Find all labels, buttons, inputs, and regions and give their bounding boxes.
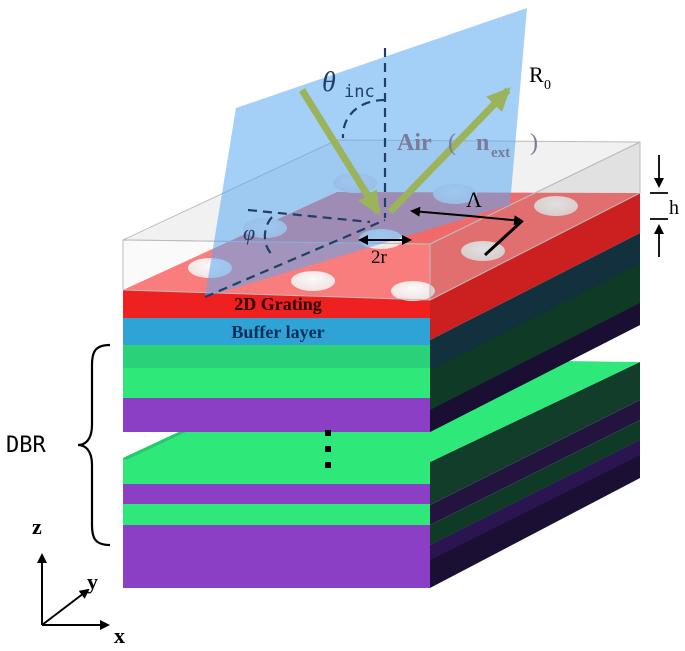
lambda-arrow-a bbox=[410, 206, 471, 217]
n-ext-symbol: n bbox=[476, 130, 489, 156]
lambda-arrow-b bbox=[469, 215, 524, 226]
incident-beam bbox=[299, 88, 381, 216]
h-label: h bbox=[669, 197, 679, 219]
phi-label: φ bbox=[243, 220, 255, 245]
dbr-front-green-a bbox=[123, 368, 430, 398]
grating-label: 2D Grating bbox=[234, 294, 322, 314]
theta-symbol: θ bbox=[322, 67, 336, 98]
lower-dbr-side-purple2 bbox=[430, 440, 640, 560]
incidence-plane bbox=[205, 8, 527, 297]
projection-base bbox=[204, 218, 386, 299]
curly-brace-icon bbox=[77, 343, 111, 547]
grating-hole bbox=[291, 271, 335, 291]
projection-line bbox=[247, 208, 371, 224]
upper-side-green bbox=[430, 263, 640, 410]
vertical-dots-icon bbox=[325, 430, 331, 468]
upper-side-purple bbox=[430, 303, 640, 432]
axis-y-line bbox=[41, 588, 90, 626]
dbr-label: DBR bbox=[6, 433, 46, 458]
theta-inc-label: inc bbox=[344, 82, 375, 102]
air-paren-open: ( bbox=[448, 130, 456, 156]
n-ext-sub: ext bbox=[491, 145, 510, 161]
lower-dbr-front-purple3 bbox=[123, 545, 430, 588]
axis-y-label: y bbox=[87, 569, 98, 594]
lower-dbr-front-green2 bbox=[123, 504, 430, 525]
lower-dbr-front-purple2 bbox=[123, 525, 430, 545]
dbr-front-green-b bbox=[123, 345, 430, 368]
r0-label: R bbox=[529, 62, 544, 87]
lambda-marker bbox=[483, 219, 524, 257]
phi-arc bbox=[263, 216, 276, 258]
axis-z-label: z bbox=[32, 514, 42, 539]
h-thickness-marker bbox=[650, 155, 668, 257]
buffer-front bbox=[123, 318, 430, 345]
lower-dbr-side-purple1 bbox=[430, 400, 640, 525]
axis-x-label: x bbox=[114, 623, 125, 646]
lower-dbr-side-green2 bbox=[430, 420, 640, 545]
r0-sub: 0 bbox=[544, 78, 551, 93]
coordinate-axes bbox=[37, 553, 110, 630]
buffer-label: Buffer layer bbox=[231, 322, 324, 342]
grating-hole bbox=[534, 196, 578, 216]
theta-arc bbox=[341, 98, 386, 139]
two-r-label: 2r bbox=[371, 247, 388, 268]
air-layer-side bbox=[429, 141, 641, 301]
air-paren-close: ) bbox=[530, 130, 538, 156]
grating-hole bbox=[391, 281, 435, 301]
upper-side-grating bbox=[430, 193, 640, 340]
dbr-front-purple-a bbox=[123, 398, 430, 432]
lower-dbr-front-green-top bbox=[123, 458, 430, 484]
lower-dbr-side-green1 bbox=[430, 362, 640, 505]
lower-dbr-front-purple1 bbox=[123, 484, 430, 504]
lambda-label: Λ bbox=[466, 187, 482, 212]
upper-side-buffer bbox=[430, 233, 640, 370]
construction-lines bbox=[204, 48, 387, 299]
air-label: Air bbox=[397, 130, 432, 156]
reflected-beam bbox=[387, 87, 511, 215]
